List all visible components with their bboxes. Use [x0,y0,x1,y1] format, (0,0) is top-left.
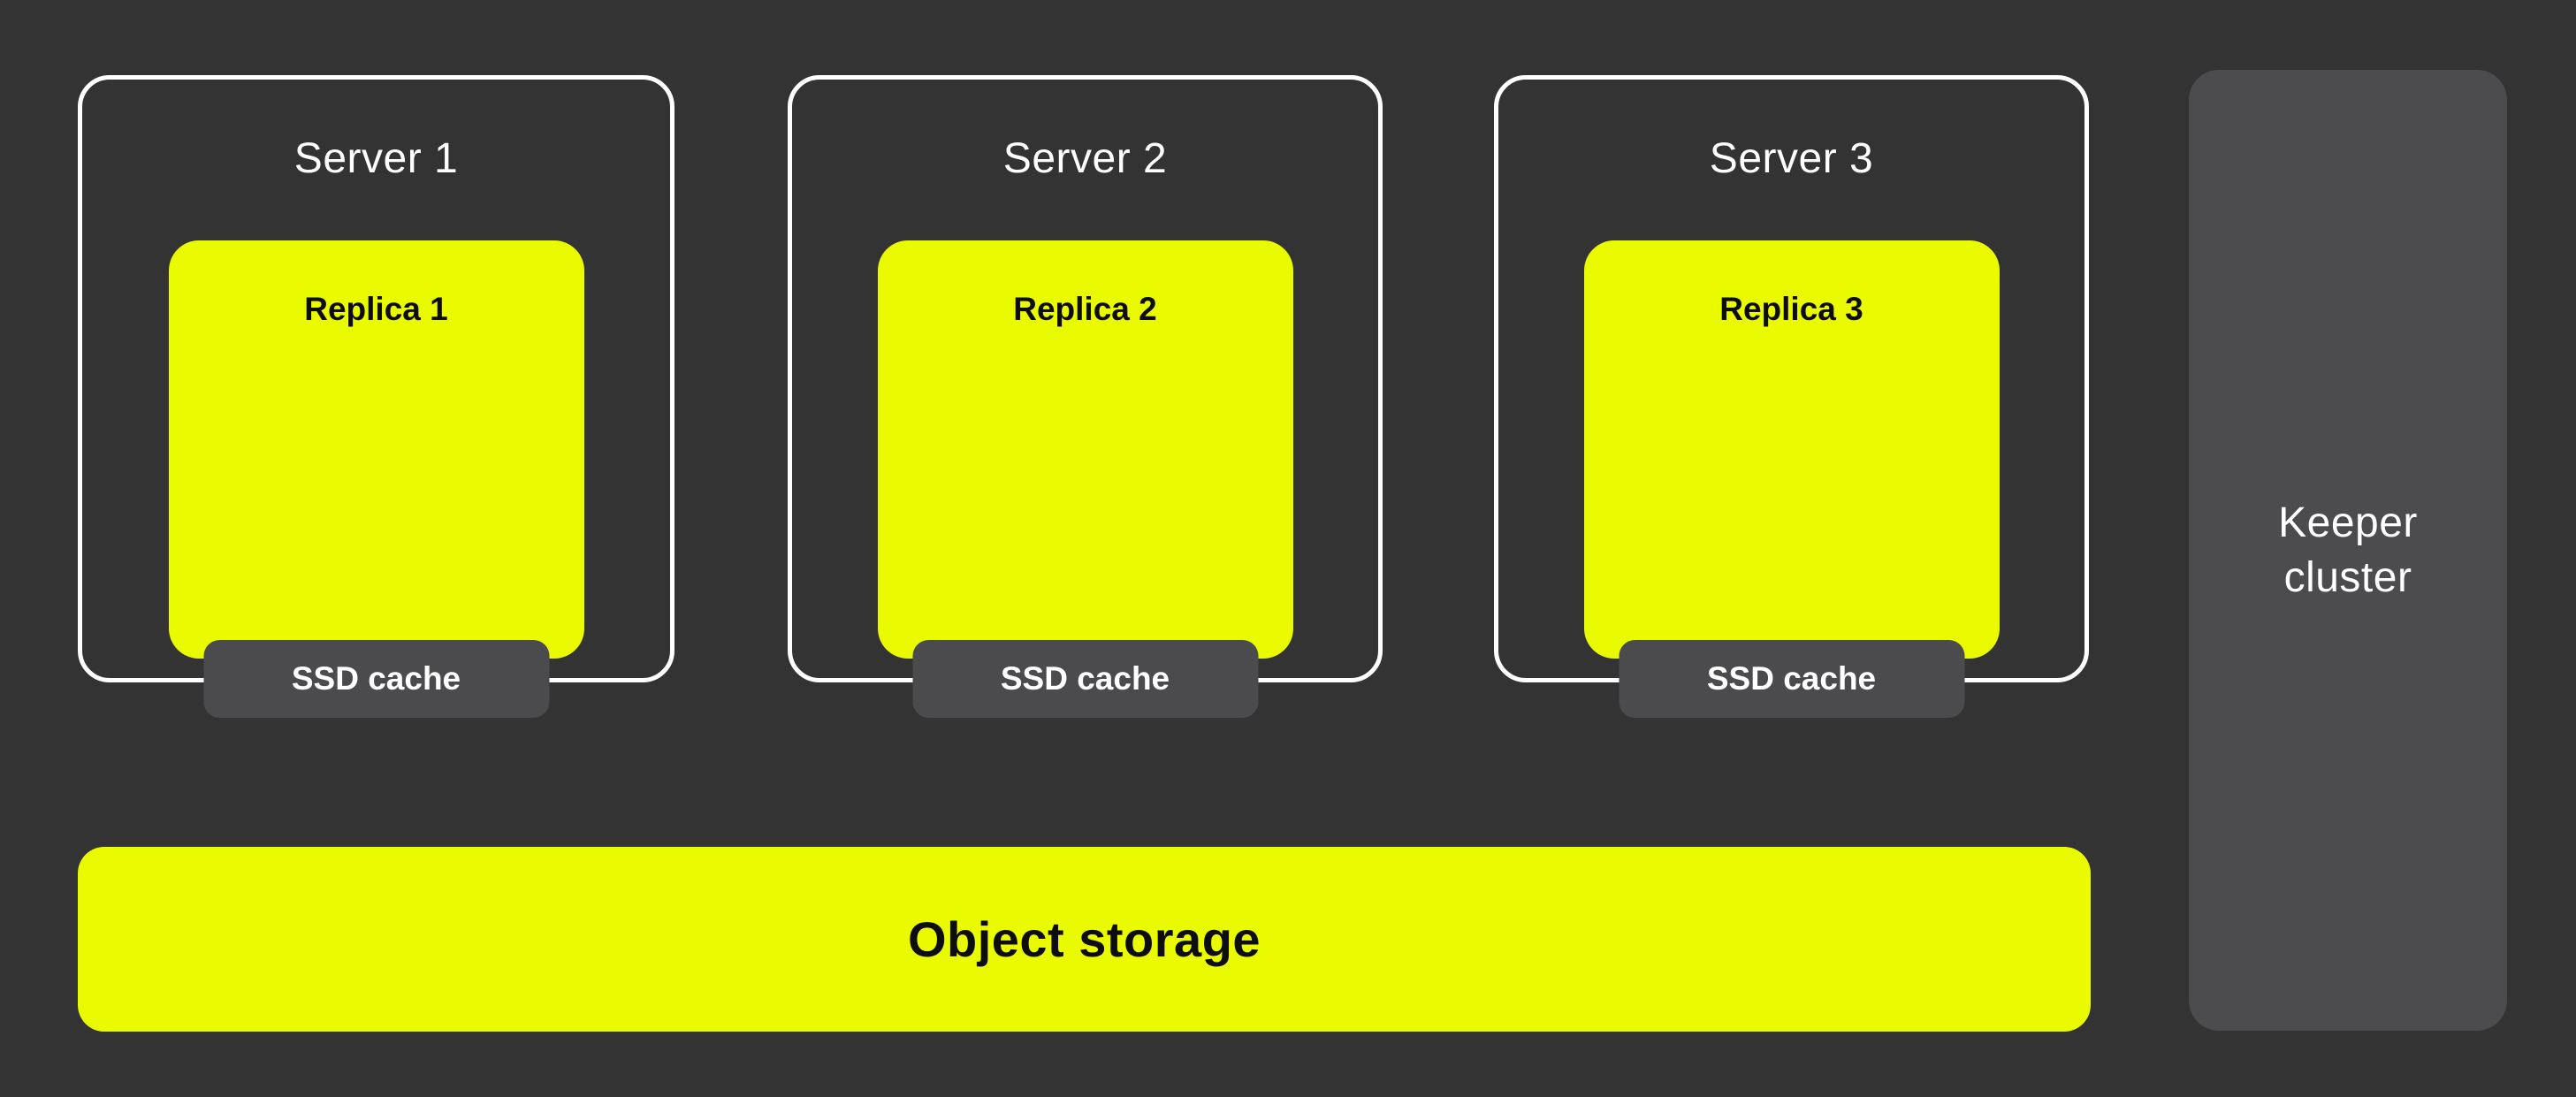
ssd-cache-box-2: SSD cache [912,640,1258,718]
server-1-box: Server 1 Replica 1 SSD cache [78,75,674,718]
ssd-cache-box-1: SSD cache [203,640,549,718]
replica-3-label: Replica 3 [1719,291,1863,327]
keeper-cluster-box: Keeper cluster [2189,70,2507,1031]
object-storage-label: Object storage [907,911,1261,967]
object-storage-box: Object storage [78,847,2091,1032]
ssd-cache-label-3: SSD cache [1706,660,1877,697]
ssd-cache-label-2: SSD cache [1000,660,1170,697]
keeper-cluster-label: Keeper cluster [2278,499,2418,601]
server-3-title: Server 3 [1709,135,1874,182]
replica-3-box: Replica 3 [1583,240,2000,659]
ssd-cache-label-1: SSD cache [291,660,461,697]
replica-2-label: Replica 2 [1013,291,1157,327]
server-2-box: Server 2 Replica 2 SSD cache [788,75,1383,718]
replica-1-label: Replica 1 [304,291,448,327]
server-3-box: Server 3 Replica 3 SSD cache [1494,75,2089,718]
server-1-title: Server 1 [293,135,459,182]
replica-1-box: Replica 1 [168,240,584,659]
server-2-title: Server 2 [1002,135,1168,182]
replica-2-box: Replica 2 [877,240,1293,659]
ssd-cache-box-3: SSD cache [1619,640,1964,718]
